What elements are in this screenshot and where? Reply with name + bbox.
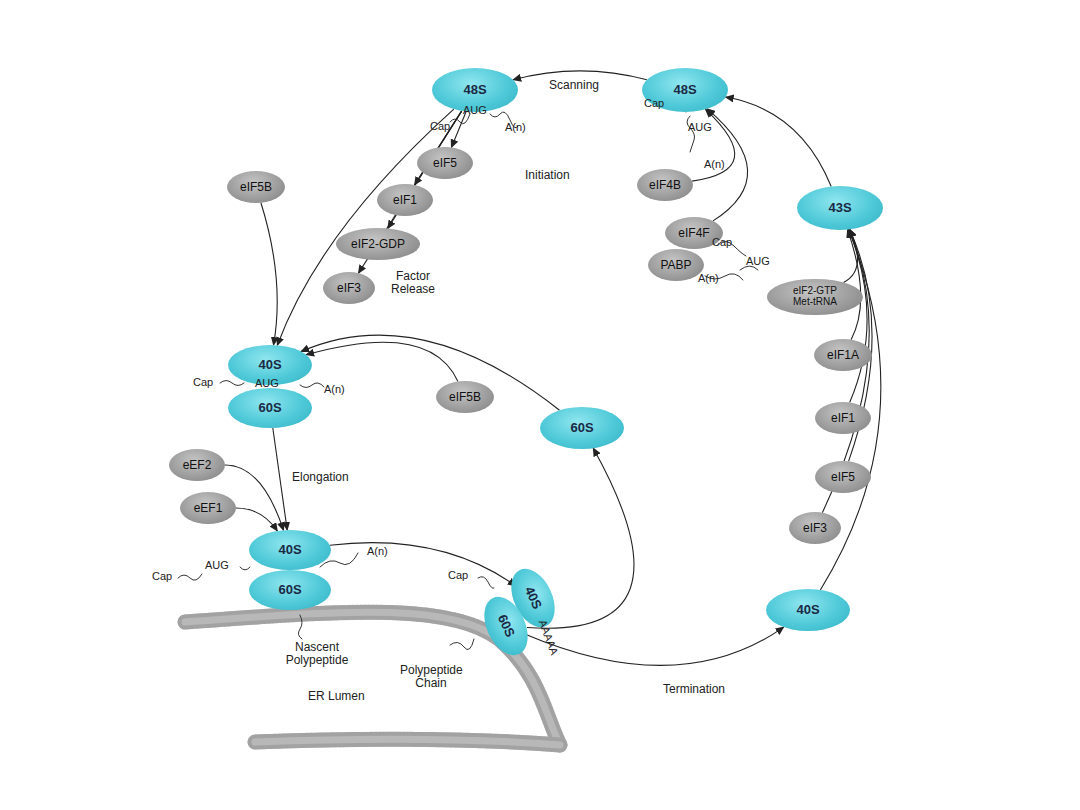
diagram-label: Polypeptide Chain [400,664,462,690]
pathway-arrow [261,203,277,345]
diagram-label: Elongation [292,471,349,484]
factor-ellipse: eIF3 [323,272,375,304]
factor-ellipse: eIF5B [227,171,285,203]
diagram-label: Cap [644,97,664,109]
pathway-arrow [225,465,283,530]
diagram-label: A(n) [324,383,345,395]
pathway-arrow [330,543,516,586]
node-text: eIF5 [831,471,855,484]
factor-ellipse: eIF2-GTP Met-tRNA [767,279,863,315]
node-text: 40S [522,585,544,612]
factor-ellipse: eIF5 [815,461,871,493]
diagram-label: Termination [663,683,725,696]
node-text: eIF4B [649,179,681,192]
node-text: 60S [570,421,593,435]
node-text: eEF1 [194,502,223,515]
node-text: eEF2 [183,459,212,472]
diagram-label: Cap [430,120,450,132]
diagram-label: Cap [448,569,468,581]
node-text: 60S [495,613,517,640]
ribosome-ellipse: 43S [797,186,883,230]
ribosome-ellipse: 40S [249,530,331,570]
node-text: eIF5B [240,181,272,194]
pathway-arrow [525,627,783,665]
diagram-label: A(n) [698,272,719,284]
factor-ellipse: eIF2-GDP [336,228,421,260]
node-text: eIF2-GTP Met-tRNA [784,286,846,307]
node-text: eIF4F [678,227,709,240]
node-text: 40S [796,603,819,617]
node-text: 40S [258,358,281,372]
factor-ellipse: PABP [648,249,704,281]
node-text: eIF2-GDP [351,238,405,251]
pathway-arrow [451,112,466,148]
diagram-label: A(n) [505,121,526,133]
node-text: 48S [673,83,696,97]
factor-ellipse: eIF1A [814,339,872,371]
diagram-label: Cap [193,376,213,388]
node-text: eIF5 [433,157,457,170]
diagram-label: AUG [205,559,229,571]
factor-ellipse: eIF3 [789,512,841,544]
factor-ellipse: eIF1 [377,184,433,216]
diagram-label: AUG [463,104,487,116]
factor-ellipse: eEF2 [169,449,225,481]
ribosome-ellipse: 60S [249,570,331,610]
diagram-label: A(n) [704,158,725,170]
diagram-label: ER Lumen [308,690,365,703]
diagram-label: AAAAA [537,618,561,657]
factor-ellipse: eIF5 [417,147,473,179]
pathway-arrow [236,508,277,531]
pathway-arrow [726,97,831,186]
pathway-arrow [306,342,458,381]
ribosome-ellipse: 40S [766,589,850,631]
node-text: eIF1A [827,349,859,362]
node-text: 60S [258,401,281,415]
pathway-arrow [692,109,735,181]
factor-ellipse: eIF1 [815,402,871,434]
node-text: eIF1 [831,412,855,425]
diagram-label: Scanning [549,79,599,92]
diagram-label: AUG [255,377,279,389]
diagram-label: AUG [746,255,770,267]
node-text: 48S [463,83,486,97]
factor-ellipse: eIF4B [637,169,693,201]
factor-ellipse: eIF5B [436,381,494,413]
factor-ellipse: eEF1 [180,492,236,524]
pathway-arrow [301,335,559,410]
diagram-label: Cap [152,570,172,582]
node-text: eIF3 [337,282,361,295]
ribosome-ellipse: 60S [228,388,312,428]
node-text: eIF3 [803,522,827,535]
diagram-label: Cap [712,236,732,248]
node-text: PABP [660,259,691,272]
ribosome-ellipse: 60S [540,407,624,449]
node-text: 60S [278,583,301,597]
diagram-label: A(n) [367,545,388,557]
node-text: 40S [278,543,301,557]
diagram-label: AUG [688,121,712,133]
diagram-label: Initiation [525,169,570,182]
pathway-arrow [273,428,287,530]
pathway-arrow [277,109,454,345]
node-text: eIF1 [393,194,417,207]
node-text: eIF5B [449,391,481,404]
node-text: 43S [828,201,851,215]
diagram-label: Factor Release [389,270,437,296]
diagram-label: Nascent Polypeptide [282,641,352,667]
